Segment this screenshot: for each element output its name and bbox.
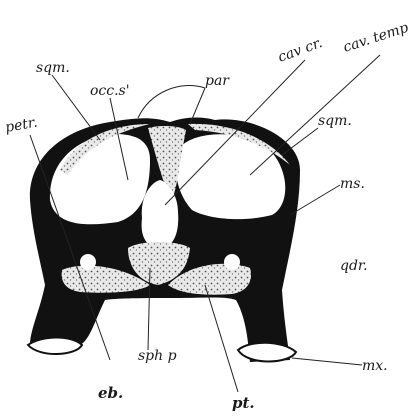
label-pt: pt. <box>232 394 255 412</box>
label-sph-p: sph p <box>138 348 177 364</box>
cranium <box>28 118 300 362</box>
label-petr: petr. <box>4 115 39 136</box>
foramen-left <box>80 254 96 270</box>
label-cav-temp: cav. temp <box>341 20 410 56</box>
leader-sqm-right <box>282 128 318 155</box>
label-eb: eb. <box>98 384 123 402</box>
leader-pt <box>205 285 238 392</box>
foramen-right <box>224 254 240 270</box>
label-ms: ms. <box>340 176 365 192</box>
leader-cav-temp <box>250 55 380 175</box>
label-par: par <box>205 73 230 89</box>
label-sqm-left: sqm. <box>36 60 70 76</box>
left-jaw-end <box>28 337 82 354</box>
label-mx: mx. <box>362 358 388 374</box>
label-cav-cr: cav cr. <box>276 35 325 66</box>
label-sqm-right: sqm. <box>318 113 352 129</box>
leader-mx <box>292 358 362 365</box>
label-qdr: qdr. <box>340 258 368 274</box>
label-occ-s: occ.s' <box>90 83 130 99</box>
